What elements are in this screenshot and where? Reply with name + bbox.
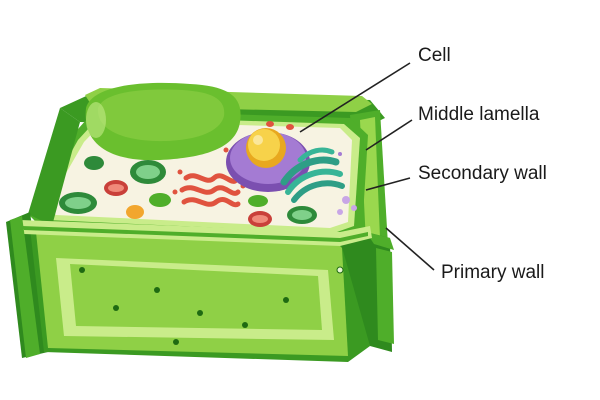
cell-wall-front bbox=[6, 108, 394, 362]
mitochondria-group bbox=[104, 121, 294, 227]
label-primary-wall: Primary wall bbox=[441, 262, 545, 283]
leader-lines bbox=[299, 62, 435, 271]
middle-lamella-leader-line bbox=[365, 119, 413, 151]
secondary-wall-leader-line bbox=[365, 177, 411, 191]
chloroplast-group bbox=[59, 156, 317, 224]
label-cell: Cell bbox=[418, 45, 451, 66]
plasmodesmata bbox=[79, 266, 344, 345]
golgi-apparatus bbox=[280, 147, 357, 215]
label-middle-lamella: Middle lamella bbox=[418, 104, 540, 125]
primary-wall-leader-line bbox=[385, 227, 435, 271]
label-secondary-wall: Secondary wall bbox=[418, 163, 547, 184]
vacuole bbox=[85, 82, 241, 161]
cell-leader-line bbox=[299, 62, 411, 133]
